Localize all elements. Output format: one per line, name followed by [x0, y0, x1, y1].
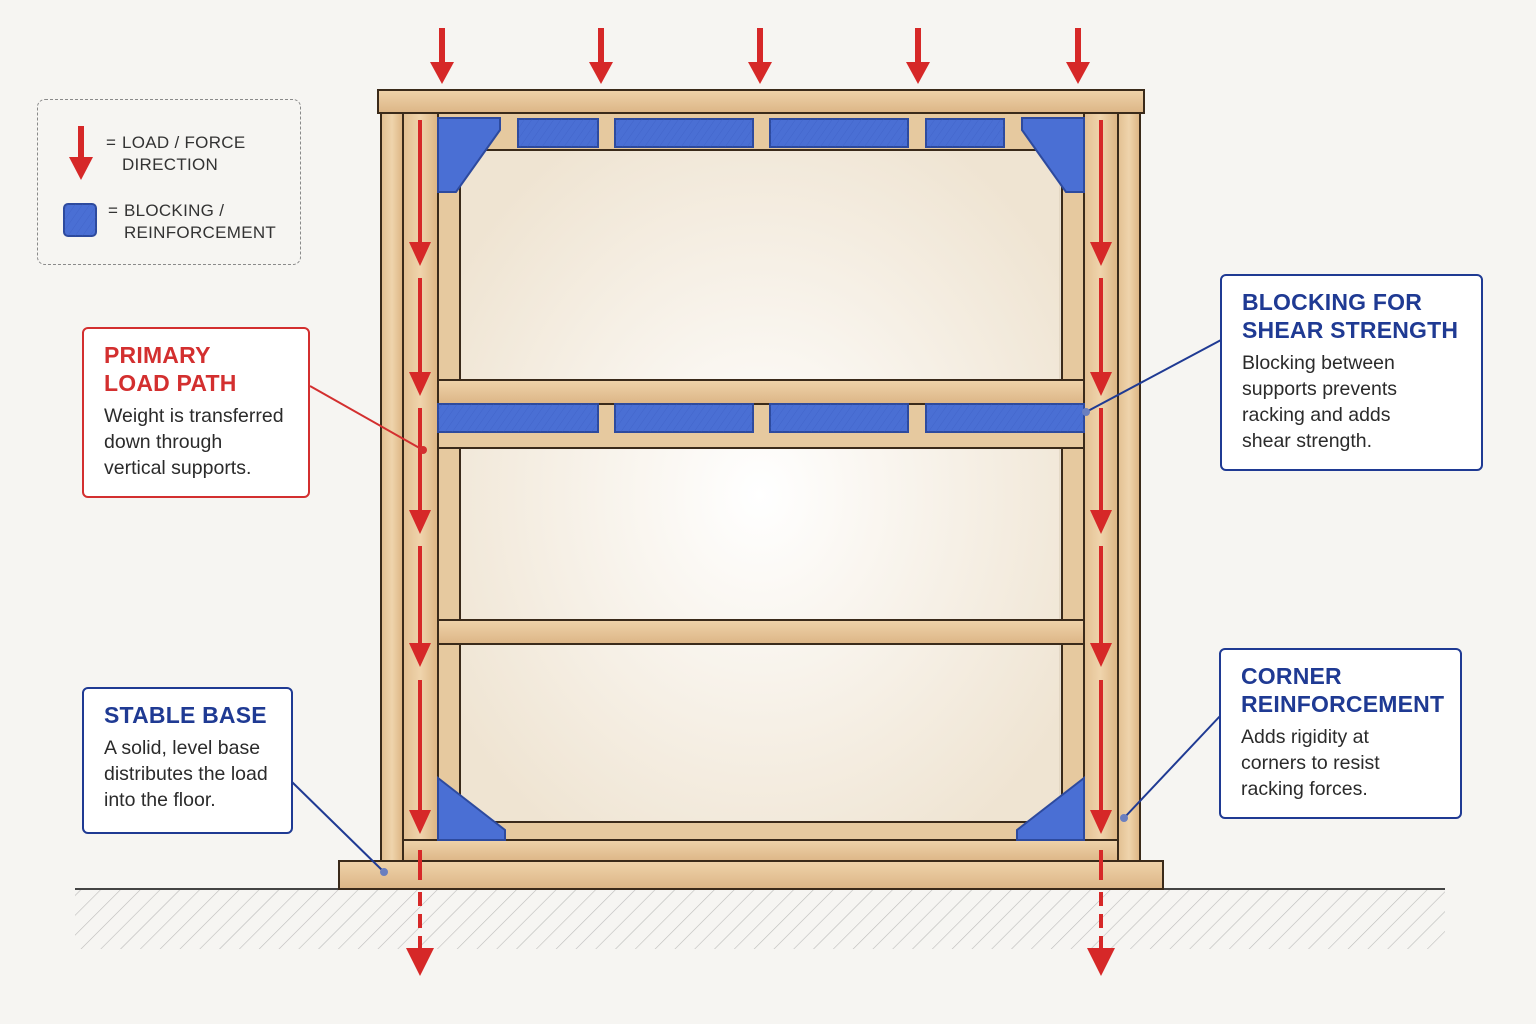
middle-blocking: [437, 403, 1085, 433]
down-arrow-icon: [906, 28, 930, 84]
top-blocking: [517, 118, 1005, 148]
callout-blocking-shear: BLOCKING FOR SHEAR STRENGTH Blocking bet…: [1220, 274, 1483, 471]
callout-title: CORNER REINFORCEMENT: [1241, 663, 1445, 717]
top-board: [377, 89, 1145, 114]
blocking-swatch-icon: [63, 203, 97, 237]
back-panel: [459, 149, 1061, 841]
legend: = LOAD / FORCE DIRECTION = BLOCKING / RE…: [37, 99, 301, 265]
corner-gussets: [437, 117, 1085, 841]
callout-title: BLOCKING FOR SHEAR STRENGTH: [1242, 289, 1459, 343]
callout-corner-reinforcement: CORNER REINFORCEMENT Adds rigidity at co…: [1219, 648, 1462, 819]
left-load-path: [406, 120, 434, 976]
top-load-arrows: [430, 28, 1090, 84]
callout-primary-load-path: PRIMARY LOAD PATH Weight is transferred …: [82, 327, 310, 498]
down-arrow-icon: [589, 28, 613, 84]
floor: [75, 888, 1445, 949]
legend-load-row: = LOAD / FORCE DIRECTION: [66, 124, 246, 182]
callout-stable-base: STABLE BASE A solid, level base distribu…: [82, 687, 293, 834]
right-load-path: [1087, 120, 1115, 976]
shelf-2: [437, 619, 1085, 645]
bottom-shelf: [437, 821, 1085, 841]
down-arrow-icon: [748, 28, 772, 84]
leader-lines: [291, 339, 1222, 876]
callout-body: Adds rigidity at corners to resist racki…: [1241, 726, 1380, 800]
callout-body: Weight is transferred down through verti…: [104, 405, 284, 479]
legend-load-label: LOAD / FORCE DIRECTION: [121, 133, 246, 174]
callout-body: A solid, level base distributes the load…: [104, 737, 268, 811]
down-arrow-icon: [430, 28, 454, 84]
legend-blocking-row: = BLOCKING / REINFORCEMENT: [62, 198, 276, 244]
callout-title: STABLE BASE: [104, 702, 267, 728]
callout-body: Blocking between supports prevents racki…: [1242, 352, 1398, 452]
down-arrow-icon: [1066, 28, 1090, 84]
legend-equals: =: [108, 201, 118, 220]
base-plinth: [338, 860, 1164, 890]
callout-title: PRIMARY LOAD PATH: [104, 342, 237, 396]
legend-equals: =: [106, 133, 116, 152]
down-arrow-icon: [69, 126, 93, 180]
legend-blocking-label: BLOCKING / REINFORCEMENT: [123, 201, 277, 242]
shelf-1: [437, 379, 1085, 405]
bottom-rail: [402, 839, 1119, 863]
